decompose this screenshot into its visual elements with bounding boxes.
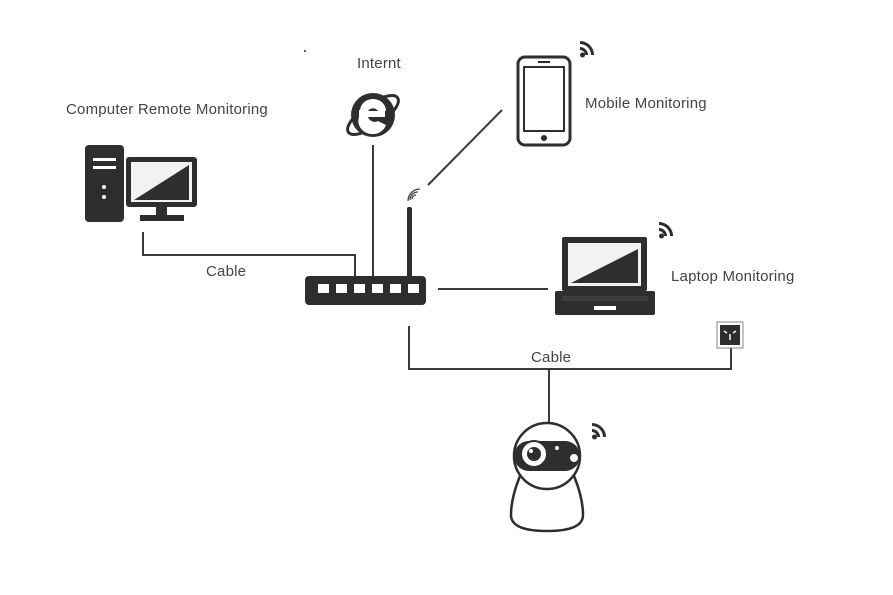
internet-explorer-icon xyxy=(346,93,400,137)
cable-router-outlet xyxy=(408,326,732,370)
cable-computer-router xyxy=(142,232,356,278)
mobile-label: Mobile Monitoring xyxy=(585,95,707,112)
cable-label-camera: Cable xyxy=(531,349,572,366)
smartphone-icon xyxy=(516,55,572,147)
laptop-label: Laptop Monitoring xyxy=(671,268,795,285)
wifi-signal-icon xyxy=(592,423,606,440)
internet-label: Internt xyxy=(357,55,401,72)
security-camera-icon xyxy=(509,421,585,533)
cable-label-computer: Cable xyxy=(206,263,247,280)
wifi-signal-icon xyxy=(659,222,673,239)
router-icon xyxy=(305,207,426,305)
link-mobile-router xyxy=(427,109,503,186)
laptop-icon xyxy=(555,237,655,315)
computer-label: Computer Remote Monitoring xyxy=(66,101,268,118)
power-outlet-icon xyxy=(716,321,744,349)
stray-dot xyxy=(304,50,306,52)
router-wifi-icon xyxy=(407,188,421,202)
wifi-signal-icon xyxy=(580,41,594,58)
connection-lines xyxy=(142,109,732,423)
computer-tower xyxy=(85,145,124,222)
desktop-computer-icon xyxy=(85,145,197,222)
